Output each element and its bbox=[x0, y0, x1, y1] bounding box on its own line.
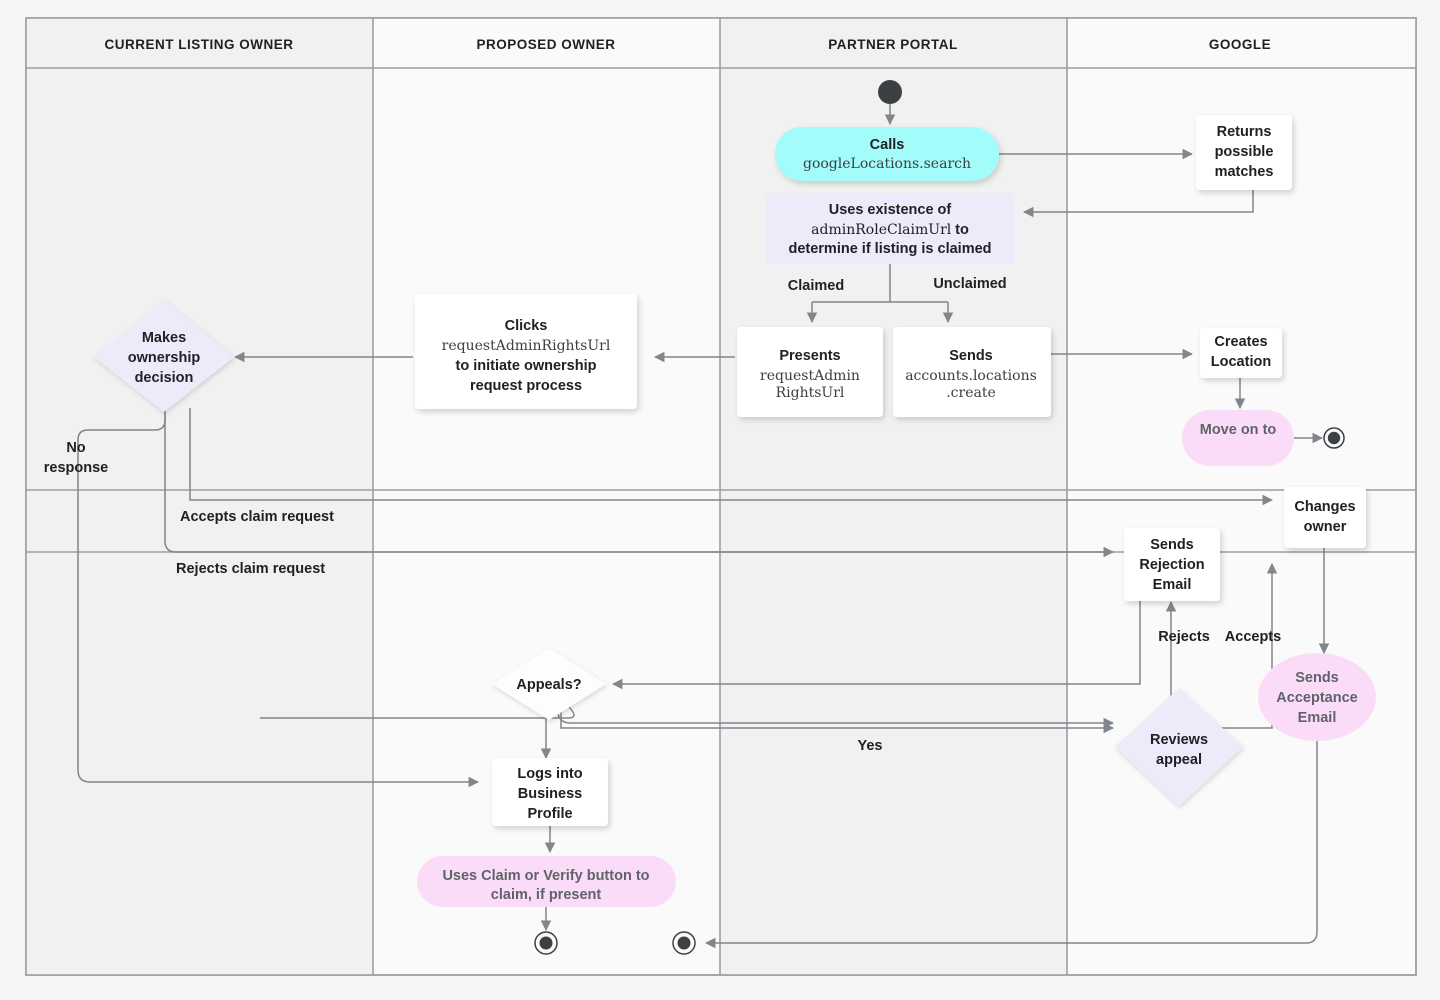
uses-existence-line1: Uses existence of bbox=[829, 202, 952, 218]
returns-possible-matches[interactable]: Returns possible matches bbox=[1196, 115, 1292, 190]
branch-labels: Claimed Unclaimed bbox=[788, 276, 1007, 294]
clicks-request-admin-rights-url[interactable]: Clicks requestAdminRightsUrl to initiate… bbox=[415, 294, 637, 409]
uses-existence-line2-tail: to bbox=[955, 222, 969, 238]
label-rejects: Rejects bbox=[1158, 629, 1210, 645]
logs-line1: Logs into bbox=[517, 766, 582, 782]
lane-label-partner-portal: PARTNER PORTAL bbox=[828, 37, 958, 52]
label-accepts: Accepts bbox=[1225, 629, 1281, 645]
edge-decision-rejects bbox=[164, 408, 1115, 558]
end-node-partner-portal bbox=[672, 931, 696, 955]
edge-reviews-accepts bbox=[1205, 562, 1278, 729]
acceptance-line1: Sends bbox=[1295, 670, 1339, 686]
decision-line2: ownership bbox=[128, 350, 201, 366]
creates-line1: Creates bbox=[1214, 334, 1267, 350]
label-rejects-claim-request: Rejects claim request bbox=[176, 561, 325, 577]
usesclaim-line1: Uses Claim or Verify button to bbox=[442, 868, 649, 884]
rejection-line1: Sends bbox=[1150, 537, 1194, 553]
start-node bbox=[878, 80, 902, 104]
sendscreate-line2: accounts.locations bbox=[905, 368, 1037, 384]
decision-line3: decision bbox=[135, 370, 194, 386]
creates-line2: Location bbox=[1211, 354, 1271, 370]
sendscreate-line1: Sends bbox=[949, 348, 993, 364]
rejection-line2: Rejection bbox=[1139, 557, 1204, 573]
reviews-line1: Reviews bbox=[1150, 732, 1208, 748]
usesclaim-line2: claim, if present bbox=[491, 887, 602, 903]
appeals-line1: Appeals? bbox=[516, 677, 581, 693]
end-node-google bbox=[1323, 427, 1345, 449]
move-on-to[interactable]: Move on to bbox=[1182, 410, 1294, 466]
calls-google-locations-search[interactable]: Calls googleLocations.search bbox=[775, 127, 999, 181]
calls-node-line1: Calls bbox=[870, 137, 905, 153]
lane-header-row: CURRENT LISTING OWNER PROPOSED OWNER PAR… bbox=[105, 37, 1271, 52]
uses-existence-of-admin-role-claim-url[interactable]: Uses existence of adminRoleClaimUrl to d… bbox=[765, 193, 1015, 264]
label-claimed: Claimed bbox=[788, 278, 844, 294]
svg-text:adminRoleClaimUrl to: adminRoleClaimUrl to bbox=[811, 221, 969, 238]
label-accepts-claim-request: Accepts claim request bbox=[180, 509, 334, 525]
presents-line3: RightsUrl bbox=[776, 385, 845, 401]
edge-returns-to-uses bbox=[1022, 189, 1254, 218]
calls-node-line2: googleLocations.search bbox=[803, 156, 971, 172]
decision-line1: Makes bbox=[142, 330, 186, 346]
changesowner-line2: owner bbox=[1304, 519, 1347, 535]
left-edge-labels: No response Accepts claim request Reject… bbox=[44, 440, 334, 577]
sends-acceptance-email[interactable]: Sends Acceptance Email bbox=[1258, 653, 1376, 741]
label-no-response-line1: No bbox=[66, 440, 85, 456]
acceptance-line3: Email bbox=[1298, 710, 1337, 726]
rejection-line3: Email bbox=[1153, 577, 1192, 593]
presents-line2: requestAdmin bbox=[760, 368, 860, 384]
uses-claim-or-verify-button[interactable]: Uses Claim or Verify button to claim, if… bbox=[417, 856, 676, 907]
presents-request-admin-rights-url[interactable]: Presents requestAdmin RightsUrl bbox=[737, 327, 883, 417]
presents-line1: Presents bbox=[779, 348, 840, 364]
clicks-line2: requestAdminRightsUrl bbox=[442, 338, 611, 354]
logs-line3: Profile bbox=[527, 806, 572, 822]
changes-owner[interactable]: Changes owner bbox=[1284, 487, 1366, 548]
label-unclaimed: Unclaimed bbox=[933, 276, 1006, 292]
logs-into-business-profile[interactable]: Logs into Business Profile bbox=[492, 758, 608, 826]
appeals-decision[interactable]: Appeals? bbox=[492, 648, 606, 720]
edge-appeals-yes-to-reviews bbox=[260, 705, 1113, 728]
changesowner-line1: Changes bbox=[1294, 499, 1355, 515]
uses-existence-line3: determine if listing is claimed bbox=[788, 241, 991, 257]
clicks-line1: Clicks bbox=[505, 318, 548, 334]
logs-line2: Business bbox=[518, 786, 582, 802]
edge-rejection-to-appeals bbox=[611, 598, 1141, 690]
lane-backgrounds bbox=[25, 17, 1417, 976]
makes-ownership-decision[interactable]: Makes ownership decision bbox=[94, 300, 234, 412]
sends-rejection-email[interactable]: Sends Rejection Email bbox=[1124, 528, 1220, 601]
lane-label-current-listing-owner: CURRENT LISTING OWNER bbox=[105, 37, 294, 52]
edge-decision-accepts bbox=[189, 408, 1274, 506]
reviews-appeal[interactable]: Reviews appeal bbox=[1115, 688, 1243, 806]
moveon-line1: Move on to bbox=[1200, 422, 1277, 438]
sends-accounts-locations-create[interactable]: Sends accounts.locations .create bbox=[893, 327, 1051, 417]
appeal-branch-labels: Rejects Accepts bbox=[1158, 629, 1281, 645]
end-node-proposed-owner bbox=[534, 931, 558, 955]
label-no-response-line2: response bbox=[44, 460, 108, 476]
label-yes: Yes bbox=[858, 738, 883, 754]
sendscreate-line3: .create bbox=[946, 385, 996, 401]
returns-node-line2: possible bbox=[1215, 144, 1274, 160]
edges bbox=[77, 104, 1330, 949]
returns-node-line1: Returns bbox=[1217, 124, 1272, 140]
edge-acceptance-to-end-partner bbox=[704, 740, 1318, 949]
clicks-line3: to initiate ownership bbox=[456, 358, 597, 374]
clicks-line4: request process bbox=[470, 378, 582, 394]
creates-location[interactable]: Creates Location bbox=[1200, 328, 1282, 378]
lane-label-proposed-owner: PROPOSED OWNER bbox=[476, 37, 615, 52]
uses-existence-code: adminRoleClaimUrl bbox=[811, 222, 952, 238]
lane-label-google: GOOGLE bbox=[1209, 37, 1271, 52]
edge-decision-no-response bbox=[77, 408, 480, 788]
acceptance-line2: Acceptance bbox=[1276, 690, 1357, 706]
reviews-line2: appeal bbox=[1156, 752, 1202, 768]
returns-node-line3: matches bbox=[1215, 164, 1274, 180]
